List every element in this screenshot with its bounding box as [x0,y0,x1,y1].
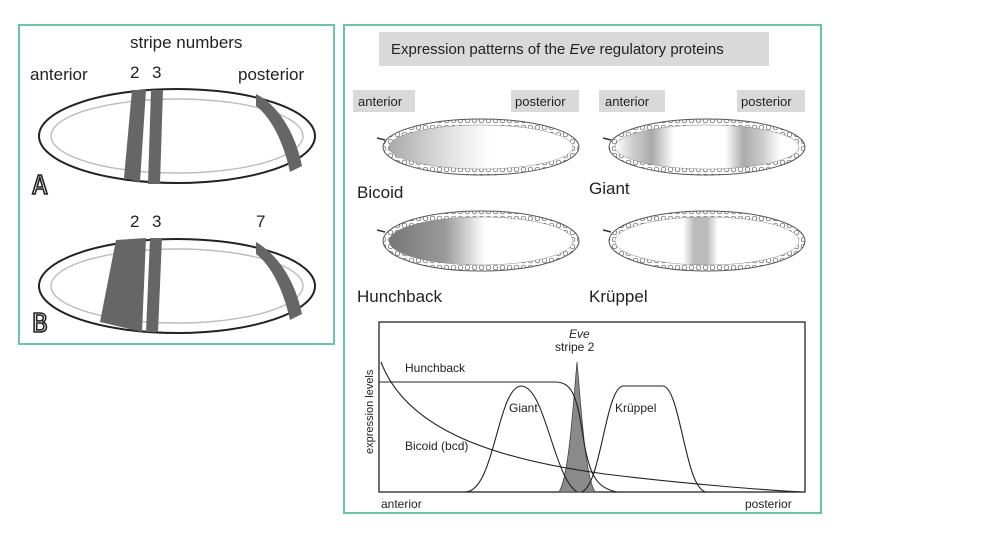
bicoid-embryo [376,118,580,176]
anterior-label-1: anterior [358,94,403,109]
embryo-a: A [31,88,316,202]
eve-label-line2: stripe 2 [555,340,595,354]
kruppel-label: Krüppel [589,287,648,306]
stripe-diagram: stripe numbers anterior posterior 2 3 A … [30,33,316,340]
giant-label: Giant [589,179,630,198]
embryo-a-inner [50,98,304,174]
bicoid-curve-label: Bicoid (bcd) [405,439,468,453]
hunchback-embryo [376,210,580,272]
hunchback-curve-label: Hunchback [405,361,466,375]
figure-title: Expression patterns of the Eve regulator… [391,41,724,58]
embryo-b-stripe-2 [100,238,146,332]
giant-curve-label: Giant [509,401,538,415]
embryo-a-stripe-3 [148,90,163,184]
hunchback-curve [379,381,618,493]
expression-patterns-panel: Expression patterns of the Eve regulator… [343,24,822,514]
anterior-label-box-2 [599,90,665,112]
posterior-label-2: posterior [741,94,792,109]
eve-stripe-2-peak [558,361,596,493]
embryo-b-inner [50,248,304,324]
anterior-label-box-1 [353,90,415,112]
kruppel-embryo [602,210,806,272]
expression-graph: expression levels Eve stripe 2 Hunchback… [364,321,806,511]
bicoid-curve [380,361,804,493]
stripe-diagram-panel: stripe numbers anterior posterior 2 3 A … [18,24,335,345]
posterior-label-box-1 [511,90,579,112]
hunchback-label: Hunchback [357,287,443,306]
giant-embryo [602,118,806,176]
posterior-label-box-2 [737,90,805,112]
embryo-a-stripe-2 [124,90,146,182]
graph-xlabel-anterior: anterior [381,497,422,511]
stripe-2-label-a: 2 [130,63,139,82]
stripe-3-label-b: 3 [152,212,161,231]
graph-xlabel-posterior: posterior [745,497,792,511]
graph-ylabel: expression levels [364,369,376,454]
expression-patterns-figure: Expression patterns of the Eve regulator… [353,32,806,511]
embryo-b-stripe-7 [256,242,302,320]
kruppel-curve-label: Krüppel [615,401,656,415]
stripe-2-label-b: 2 [130,212,139,231]
embryo-a-outline [38,88,316,184]
embryo-a-stripe-7 [256,94,302,172]
anterior-label: anterior [30,65,88,84]
embryo-a-letter: A [32,171,48,201]
stripe-numbers-header: stripe numbers [130,33,242,52]
embryo-b: B [31,238,316,340]
anterior-label-2: anterior [605,94,650,109]
posterior-label-1: posterior [515,94,566,109]
embryo-b-outline [38,238,316,334]
stripe-3-label-a: 3 [152,63,161,82]
bicoid-label: Bicoid [357,183,403,202]
stripe-7-label-b: 7 [256,212,265,231]
kruppel-curve [580,385,708,493]
eve-label-line1: Eve [569,327,590,341]
posterior-label: posterior [238,65,304,84]
embryo-b-stripe-3 [146,238,162,332]
giant-curve [464,385,578,493]
title-box [379,32,769,66]
embryo-b-letter: B [32,309,48,339]
